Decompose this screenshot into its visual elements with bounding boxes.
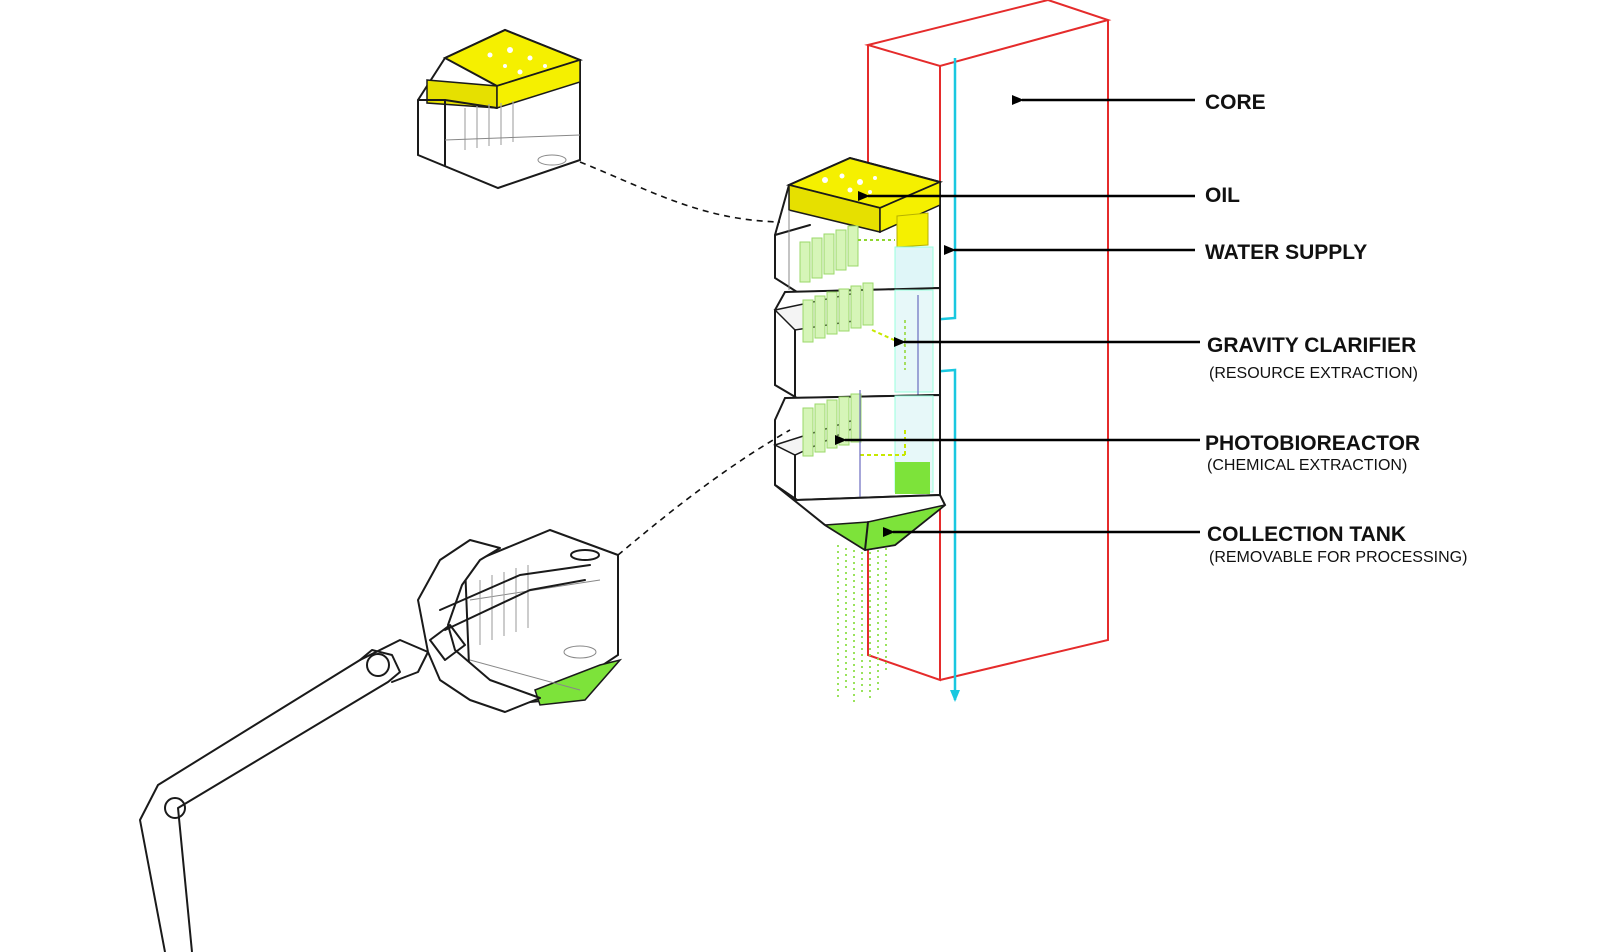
label-collection-tank-sub: (REMOVABLE FOR PROCESSING) xyxy=(1209,549,1467,566)
stack-module-middle xyxy=(773,282,941,400)
label-collection-tank: COLLECTION TANK xyxy=(1207,523,1406,546)
algae-drips xyxy=(837,545,887,705)
stack-module-top xyxy=(774,156,944,294)
detach-link-top xyxy=(579,161,781,223)
detach-link-bottom xyxy=(617,429,791,556)
label-water-supply: WATER SUPPLY xyxy=(1205,241,1367,264)
label-gravity-clarifier-sub: (RESOURCE EXTRACTION) xyxy=(1209,365,1418,382)
stack-module-bottom xyxy=(773,390,941,502)
detached-module-top xyxy=(417,28,583,190)
label-oil: OIL xyxy=(1205,184,1240,207)
grabbed-module xyxy=(417,528,623,713)
label-core: CORE xyxy=(1205,91,1266,114)
leader-arrows xyxy=(835,95,1200,537)
label-photobioreactor-sub: (CHEMICAL EXTRACTION) xyxy=(1207,457,1407,474)
label-photobioreactor: PHOTOBIOREACTOR xyxy=(1205,432,1420,455)
robotic-arm xyxy=(139,639,429,952)
label-gravity-clarifier: GRAVITY CLARIFIER xyxy=(1207,334,1416,357)
